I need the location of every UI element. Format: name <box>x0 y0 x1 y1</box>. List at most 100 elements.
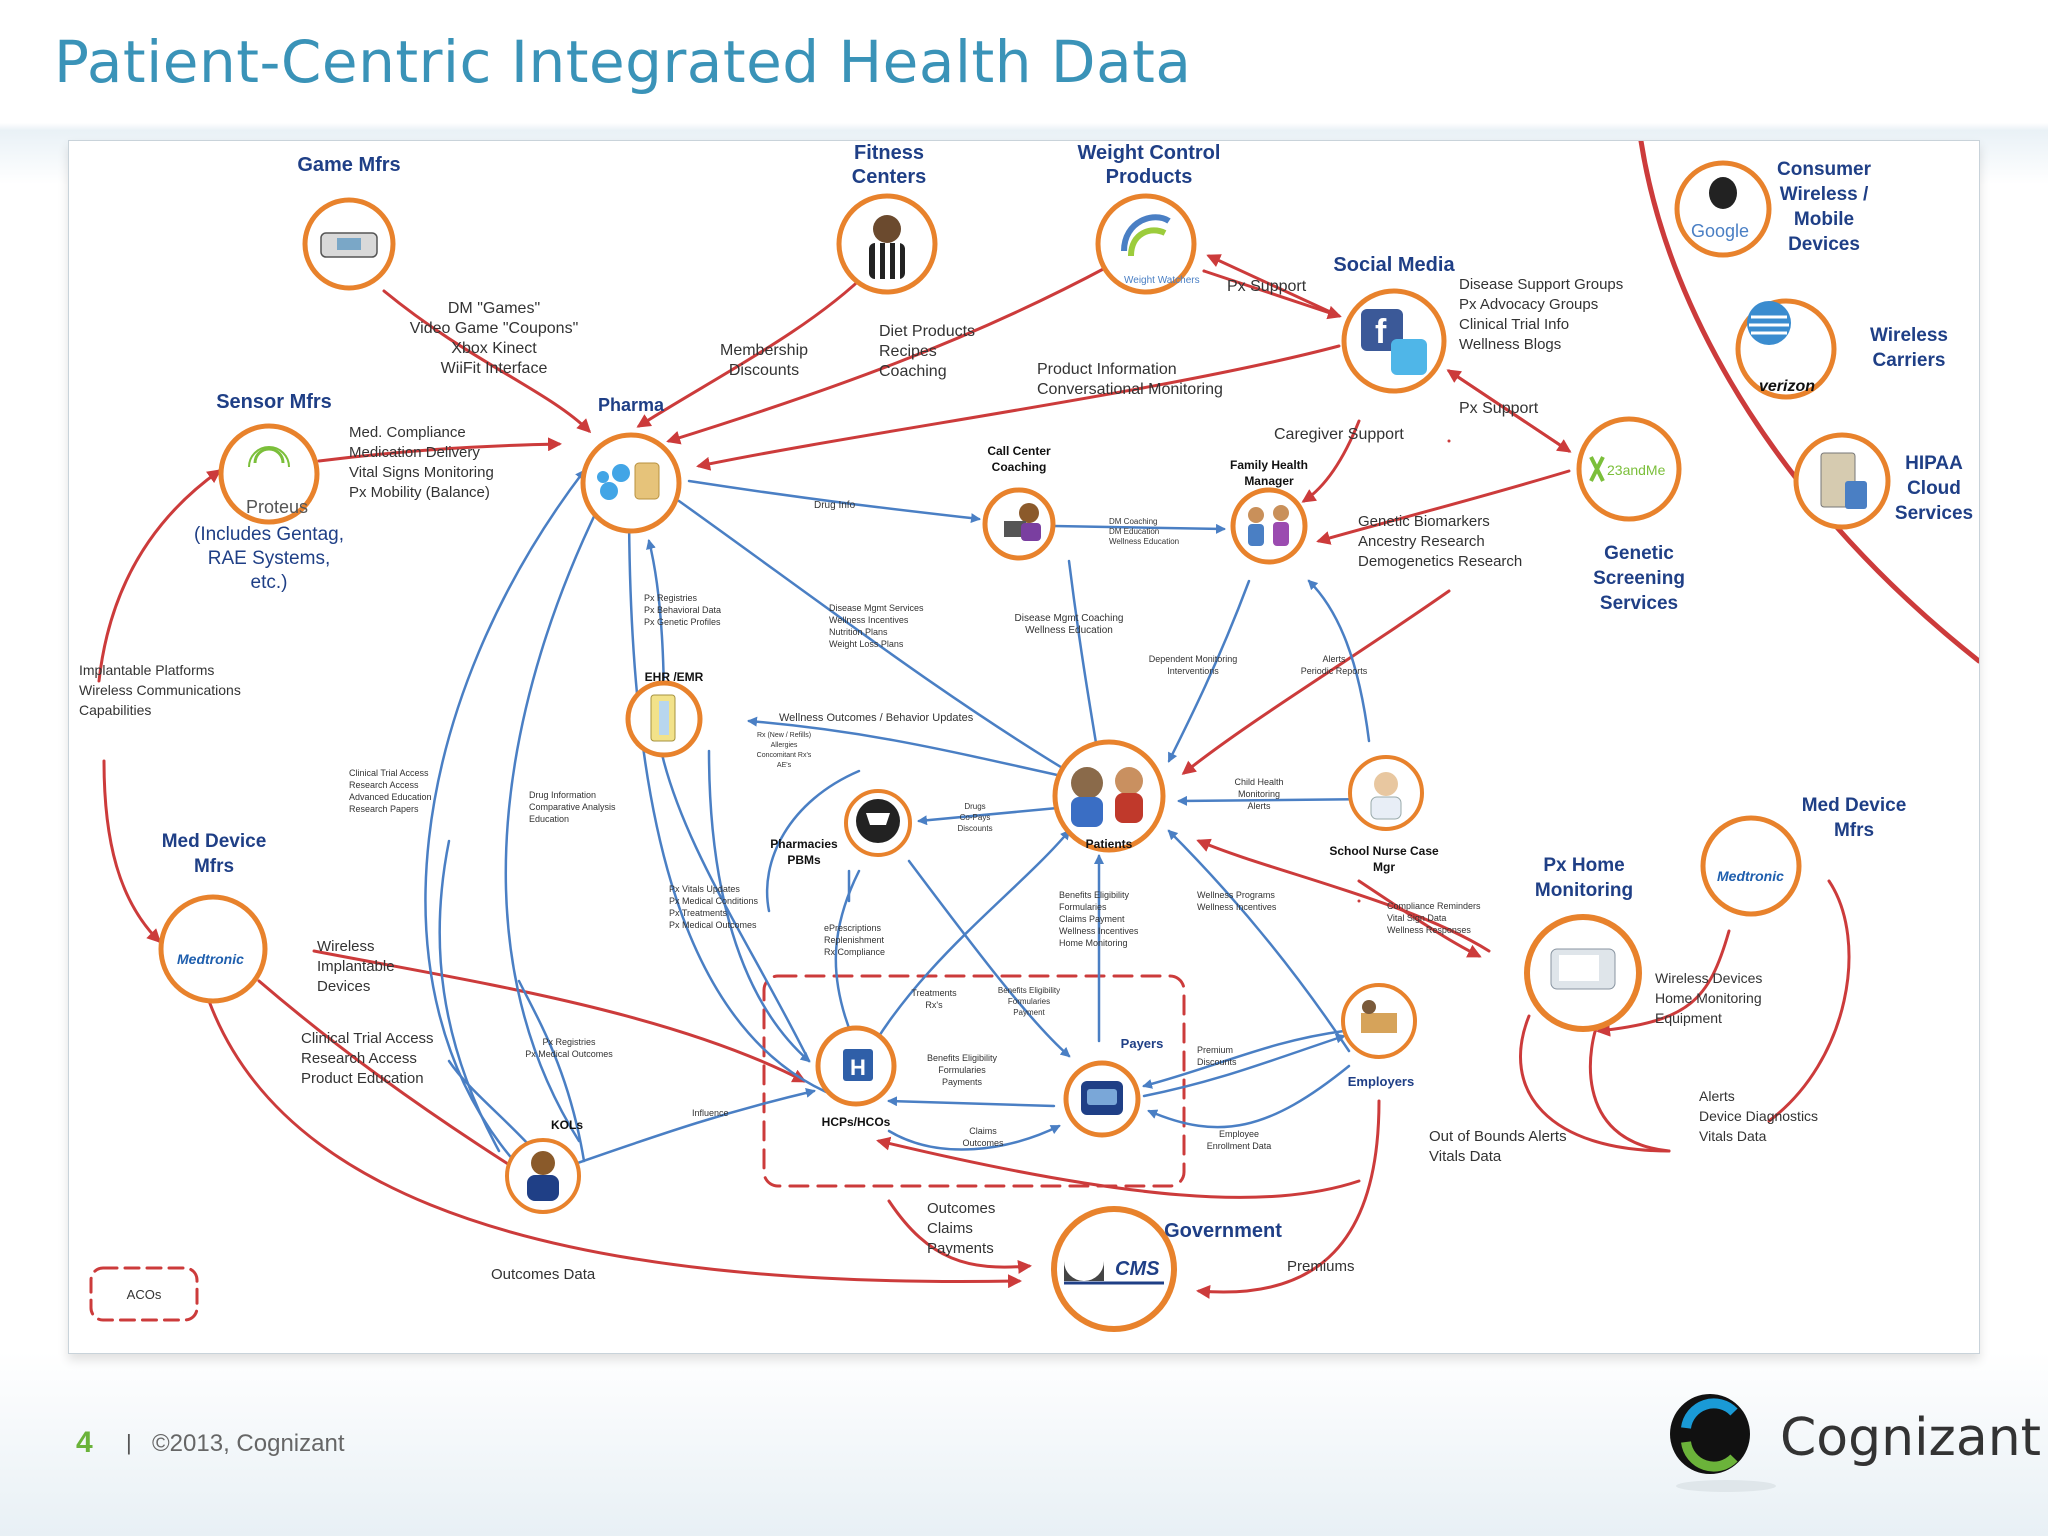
flow-label-line: Premium <box>1197 1045 1233 1055</box>
flow-label-line: Rx Compliance <box>824 947 885 957</box>
flow-label-line: Claims <box>927 1220 973 1237</box>
flow-label-line: Disease Support Groups <box>1459 276 1623 293</box>
flow-label-line: Claims <box>969 1126 997 1136</box>
flow-label-line: Interventions <box>1167 666 1219 676</box>
flow-label-line: Discounts <box>957 824 992 833</box>
node-wireless-carriers: Wireless Carriers <box>1870 325 1948 371</box>
flow-label-line: Clinical Trial Access <box>349 768 429 778</box>
flow-label-line: Research Access <box>301 1050 417 1067</box>
node-hcps: HCPs/HCOs <box>822 1115 891 1129</box>
flow-label-line: Influence <box>692 1108 729 1118</box>
flow-label-line: Wireless <box>317 938 375 955</box>
flow-label-line: Product Information <box>1037 361 1177 378</box>
node-school-nurse: School Nurse Case Mgr <box>1329 844 1439 874</box>
flow-label-line: Discounts <box>729 362 799 379</box>
flow-label-line: Med. Compliance <box>349 424 466 441</box>
node-ehr-emr: EHR /EMR <box>645 670 704 684</box>
node-pharma: Pharma <box>598 395 665 415</box>
flow-label-line: Px Medical Outcomes <box>525 1049 613 1059</box>
node-game-mfrs: Game Mfrs <box>297 154 400 176</box>
flow-label-line: Child Health <box>1234 777 1283 787</box>
flow-label-line: Periodic Reports <box>1301 666 1368 676</box>
flow-label-line: Px Vitals Updates <box>669 884 740 894</box>
flow-label-line: Vital Signs Monitoring <box>349 464 494 481</box>
cms-logo-text: CMS <box>1115 1258 1160 1280</box>
flow-label-line: Px Behavioral Data <box>644 605 721 615</box>
flow-label-line: Drug Information <box>529 790 596 800</box>
flow-label-line: Equipment <box>1655 1010 1722 1026</box>
patients-icon <box>1052 739 1166 853</box>
flow-label-premiums: Premiums <box>1287 1258 1355 1275</box>
node-genetic-screening: Genetic Screening Services <box>1593 543 1685 614</box>
flow-label-line: Compliance Reminders <box>1387 901 1481 911</box>
node-pharmacies: Pharmacies PBMs <box>770 837 838 867</box>
node-rings: f <box>158 160 1891 1332</box>
node-acos: ACOs <box>127 1287 162 1302</box>
proteus-logo <box>218 423 320 525</box>
flow-label-line: Weight Loss Plans <box>829 639 904 649</box>
flow-label-line: Premiums <box>1287 1258 1355 1275</box>
flow-label-line: Wellness Incentives <box>1197 902 1277 912</box>
flow-label-line: ePrescriptions <box>824 923 882 933</box>
flow-label-line: Drugs <box>964 802 985 811</box>
node-med-device-left: Med Device Mfrs <box>161 831 267 877</box>
flow-label-line: Implantable Platforms <box>79 662 214 678</box>
verizon-logo-text: verizon <box>1759 378 1815 395</box>
flow-label-social-list: Disease Support Groups Px Advocacy Groups… <box>1459 276 1623 353</box>
flow-label-line: Clinical Trial Info <box>1459 316 1569 333</box>
node-social-media: Social Media <box>1333 254 1455 276</box>
capitol-cms-logo <box>1051 1206 1177 1332</box>
flow-label-line: Research Access <box>349 780 419 790</box>
flow-label-line: Rx (New / Refills) <box>757 732 811 739</box>
flow-label-line: Disease Mgmt Coaching <box>1015 613 1124 624</box>
flow-label-line: Vital Sign Data <box>1387 913 1446 923</box>
node-family-health: Family Health Manager <box>1229 458 1309 488</box>
flow-label-line: Wellness Incentives <box>1059 926 1139 936</box>
flow-label-line: Px Advocacy Groups <box>1459 296 1598 313</box>
node-sensor-mfrs: Sensor Mfrs <box>216 391 332 413</box>
flow-label-line: Px Mobility (Balance) <box>349 484 490 501</box>
connector-arrows <box>89 141 1979 1322</box>
flow-label-line: Comparative Analysis <box>529 802 616 812</box>
svg-text:f: f <box>1375 313 1387 351</box>
node-fitness-centers: Fitness Centers <box>851 142 927 188</box>
flow-label-line: Outcomes Data <box>491 1266 596 1283</box>
node-employers: Employers <box>1348 1074 1414 1089</box>
medtronic-logo-right <box>1700 815 1802 917</box>
flow-label-caregiver: Caregiver Support <box>1274 426 1404 443</box>
flow-label-line: Xbox Kinect <box>451 340 537 357</box>
flow-labels: (Includes Gentag, RAE Systems, etc.) <box>194 524 344 593</box>
flow-label-line: Demogenetics Research <box>1358 553 1522 570</box>
flow-label-line: Px Registries <box>542 1037 596 1047</box>
node-kols: KOLs <box>551 1118 583 1132</box>
flow-label-line: Wellness Education <box>1025 625 1113 636</box>
node-government: Government <box>1164 1220 1282 1242</box>
footer-separator: | <box>126 1430 132 1455</box>
flow-label-line: Wellness Blogs <box>1459 336 1561 353</box>
flow-label-line: Drug Info <box>814 500 856 511</box>
node-weight-control: Weight Control Products <box>1077 142 1221 188</box>
flow-label-line: Medication Delivery <box>349 444 480 461</box>
node-hipaa-cloud: HIPAA Cloud Services <box>1894 453 1974 524</box>
weight-watchers-logo-text: Weight Watchers <box>1124 275 1200 286</box>
flow-label-line: Px Support <box>1459 400 1539 417</box>
google-logo-text: Google <box>1691 221 1749 241</box>
flow-label-line: Px Treatments <box>669 908 728 918</box>
